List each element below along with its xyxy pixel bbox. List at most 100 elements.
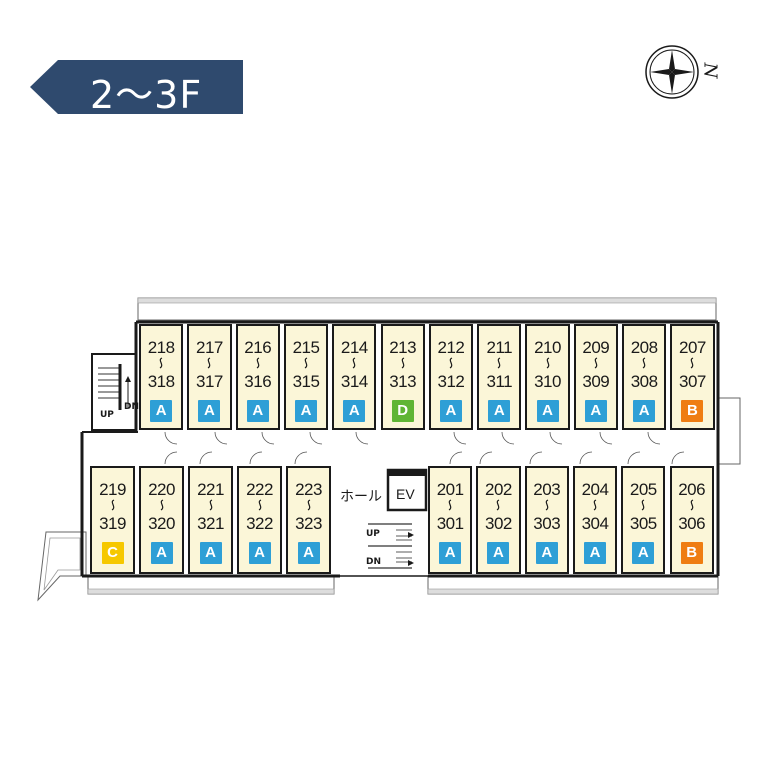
room-upper-number: 301 [436,514,464,533]
room-type-badge: A [248,542,271,564]
room-range-tilde [141,499,182,514]
room-lower-number: 221 [197,480,224,499]
room-lower-number: 214 [340,338,368,357]
room-type-badge: A [439,542,462,564]
compass-icon: N [644,44,724,104]
room-type-badge: A [246,400,269,422]
room-upper-number: 305 [629,514,657,533]
hall-label: ホール [340,489,382,505]
room-upper-number: 306 [678,514,706,533]
room-lower-number: 204 [581,480,609,499]
room-upper-number: 302 [485,514,512,533]
left-stair-dn-label: DN [124,402,140,412]
room-upper-number: 310 [534,372,561,391]
room-lower-number: 202 [485,480,512,499]
room-lower-number: 208 [630,338,658,357]
room-range-tilde [238,357,278,372]
room-range-tilde [623,499,663,514]
room-type-badge: A [536,400,559,422]
room-range-tilde [672,499,712,514]
room-lower-number: 213 [389,338,417,357]
stair-dn-label: DN [366,557,382,567]
room-lower-number: 211 [486,338,513,357]
ev-label: EV [396,486,415,502]
room-range-tilde [575,499,615,514]
room-type-badge: A [198,400,221,422]
room-upper-number: 311 [486,372,513,391]
room-type-badge: A [632,542,655,564]
room-type-badge: A [488,400,511,422]
room-range-tilde [92,499,133,514]
room-upper-number: 322 [246,514,273,533]
room-range-tilde [624,357,664,372]
stair-up-label: UP [366,529,380,539]
room-lower-number: 220 [148,480,175,499]
room-upper-number: 315 [292,372,320,391]
room-lower-number: 217 [196,338,223,357]
room-range-tilde [189,357,229,372]
room-range-tilde [286,357,326,372]
room-type-badge: A [199,542,222,564]
room-range-tilde [239,499,280,514]
room-range-tilde [576,357,616,372]
room-type-badge: A [297,542,320,564]
room-range-tilde [288,499,329,514]
room-lower-number: 209 [582,338,610,357]
room-upper-number: 323 [295,514,322,533]
room-type-badge: B [681,400,704,422]
room-type-badge: A [584,542,607,564]
room-type-badge: A [150,542,173,564]
left-stair-up-label: UP [100,410,114,420]
room-lower-number: 223 [295,480,322,499]
room-type-badge: D [391,400,414,422]
room-upper-number: 312 [437,372,465,391]
room-upper-number: 318 [147,372,175,391]
room-upper-number: 316 [244,372,272,391]
room-type-badge: A [535,542,558,564]
room-range-tilde [383,357,423,372]
room-range-tilde [431,357,471,372]
room-type-badge: A [150,400,173,422]
room-type-badge: A [295,400,318,422]
room-range-tilde [141,357,181,372]
room-type-badge: A [633,400,656,422]
room-type-badge: A [439,400,462,422]
room-type-badge: A [487,542,510,564]
room-upper-number: 314 [340,372,368,391]
room-range-tilde [334,357,374,372]
floor-label-text: 2～3F [90,73,203,117]
room-lower-number: 219 [99,480,126,499]
banner-shape [30,60,243,114]
room-lower-number: 215 [292,338,320,357]
room-range-tilde [479,357,519,372]
room-type-badge: A [584,400,607,422]
room-lower-number: 210 [534,338,561,357]
room-range-tilde [672,357,712,372]
room-lower-number: 216 [244,338,272,357]
room-lower-number: 206 [678,480,706,499]
room-type-badge: B [680,542,703,564]
room-range-tilde [190,499,231,514]
room-upper-number: 309 [582,372,610,391]
room-lower-number: 205 [629,480,657,499]
room-upper-number: 313 [389,372,417,391]
